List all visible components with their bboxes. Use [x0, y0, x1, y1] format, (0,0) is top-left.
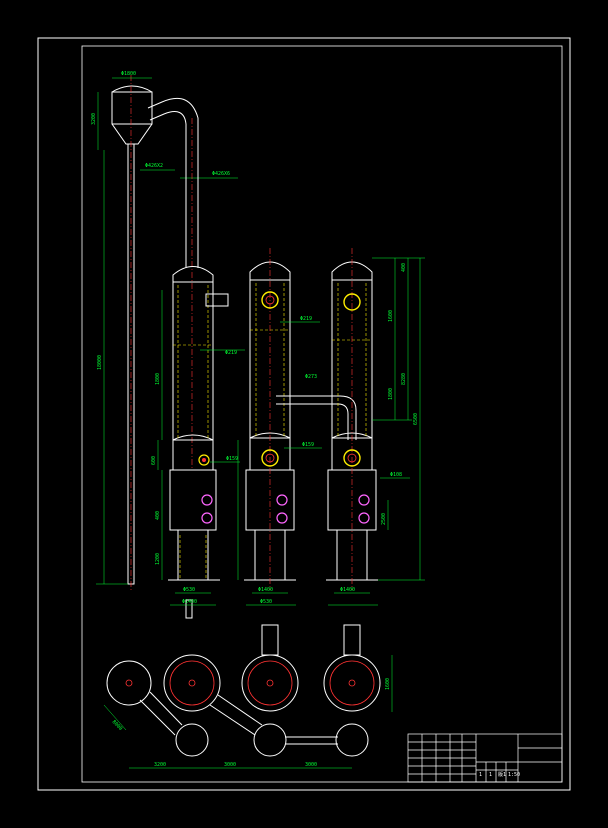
- cyclone-dims: [96, 77, 238, 585]
- vapor-pipe: [147, 98, 199, 268]
- e2-dim-b2: Φ530: [260, 599, 272, 605]
- e1-dim-h4: 1200: [155, 553, 161, 565]
- tb-cell-e: 1:50: [508, 772, 520, 778]
- tb-cell-a: 1: [479, 772, 482, 778]
- dim-top-height: 3200: [91, 113, 97, 125]
- inner-frame: [81, 45, 563, 783]
- e2-dim-d1: Φ219: [300, 316, 312, 322]
- right-dim-6: Φ108: [390, 472, 402, 478]
- evaporator-3-dims: [328, 592, 378, 606]
- dim-mid-2: Φ426X6: [212, 171, 230, 177]
- dim-top-width: Φ1800: [121, 71, 136, 77]
- right-dim-1: 400: [401, 263, 407, 272]
- evaporator-1-nozzles: [198, 293, 229, 524]
- right-dims: [372, 257, 425, 581]
- e1-dim-d1: Φ219: [225, 350, 237, 356]
- evaporator-2-nozzles: [261, 291, 288, 524]
- outer-frame: [37, 37, 571, 791]
- e2-dim-b1: Φ1400: [258, 587, 273, 593]
- e1-dim-b2: Φ1400: [182, 599, 197, 605]
- tb-cell-d: 1: [503, 772, 506, 778]
- e1-dim-h2: 600: [151, 456, 157, 465]
- e3-dim-b1: Φ1400: [340, 587, 355, 593]
- tb-cell-b: 1: [489, 772, 492, 778]
- right-dim-7: 2500: [381, 513, 387, 525]
- plan-view: [106, 624, 381, 757]
- plan-dim-5: 8000: [111, 719, 124, 732]
- plan-dim-3: 3000: [305, 762, 317, 768]
- dim-connector: Φ273: [305, 374, 317, 380]
- title-block: [407, 733, 563, 783]
- e1-dim-d2: Φ159: [226, 456, 238, 462]
- cyclone-separator: [111, 85, 153, 585]
- e1-dim-h3: 400: [155, 511, 161, 520]
- dim-mid-1: Φ426X2: [145, 163, 163, 169]
- e1-dim-h1: 1800: [155, 373, 161, 385]
- plan-dim-4: 1600: [385, 678, 391, 690]
- evaporator-2-dims: [237, 321, 322, 606]
- right-dim-5: 6500: [413, 413, 419, 425]
- plan-dims: [103, 655, 393, 769]
- plan-dim-2: 3000: [224, 762, 236, 768]
- evaporator-1: [168, 266, 220, 619]
- plan-dim-1: 3200: [154, 762, 166, 768]
- right-dim-3: 1800: [388, 388, 394, 400]
- evaporator-1-inner: [173, 285, 213, 578]
- right-dim-2: 1600: [388, 310, 394, 322]
- e1-dim-b1: Φ530: [183, 587, 195, 593]
- dim-left-tall: 18000: [97, 355, 103, 370]
- right-dim-4: 8280: [401, 373, 407, 385]
- plan-inner: [125, 660, 375, 706]
- e2-dim-d2: Φ159: [302, 442, 314, 448]
- tb-cell-c: 版: [498, 771, 503, 778]
- evaporator-3-nozzles: [343, 293, 370, 524]
- evaporator-1-dims: [157, 290, 245, 606]
